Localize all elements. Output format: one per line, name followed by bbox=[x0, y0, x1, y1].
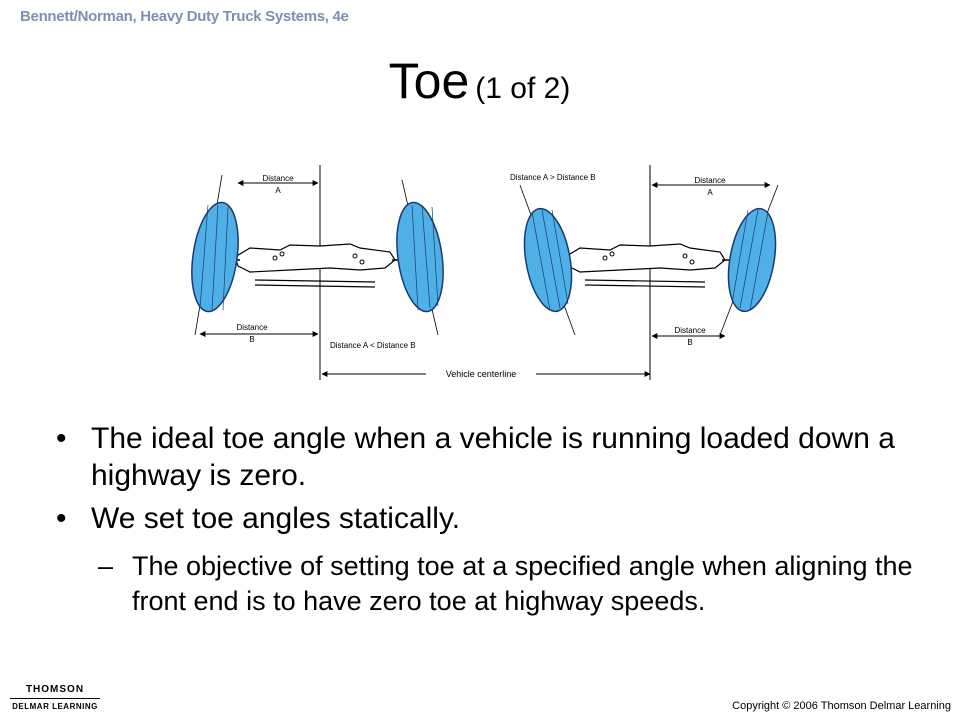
header-credit: Bennett/Norman, Heavy Duty Truck Systems… bbox=[20, 8, 349, 25]
publisher-logo: THOMSON DELMAR LEARNING bbox=[10, 684, 100, 711]
bullet-item: • We set toe angles statically. bbox=[56, 500, 926, 537]
bullet-text: We set toe angles statically. bbox=[91, 502, 461, 535]
left-axle-assembly: Distance A Distance B Distance A < Dis bbox=[191, 165, 444, 380]
logo-rule bbox=[10, 698, 100, 699]
slide-title: Toe(1 of 2) bbox=[0, 52, 959, 110]
left-distance-b-letter: B bbox=[249, 335, 254, 344]
sub-bullet-item: – The objective of setting toe at a spec… bbox=[98, 549, 926, 619]
title-main: Toe bbox=[388, 53, 470, 109]
left-distance-b-label: Distance bbox=[236, 323, 268, 332]
sub-bullet-marker: – bbox=[98, 551, 114, 581]
vehicle-centerline: Vehicle centerline bbox=[321, 367, 651, 380]
bullet-list: • The ideal toe angle when a vehicle is … bbox=[56, 420, 926, 619]
right-distance-b-letter: B bbox=[687, 338, 692, 347]
bullet-text: The ideal toe angle when a vehicle is ru… bbox=[91, 422, 895, 492]
left-wheel-left bbox=[191, 201, 239, 313]
title-sub: (1 of 2) bbox=[475, 72, 571, 105]
centerline-label: Vehicle centerline bbox=[446, 369, 517, 379]
bullet-item: • The ideal toe angle when a vehicle is … bbox=[56, 420, 926, 494]
right-wheel-right bbox=[727, 207, 777, 313]
left-distance-a-label: Distance bbox=[262, 174, 294, 183]
right-axle-assembly: Distance A > Distance B Distance A Dista… bbox=[510, 165, 779, 380]
toe-diagram: Distance A Distance B Distance A < Dis bbox=[191, 165, 779, 380]
right-comparison-label: Distance A > Distance B bbox=[510, 173, 596, 182]
bullet-marker: • bbox=[56, 422, 67, 455]
right-wheel-left bbox=[523, 207, 573, 313]
right-distance-a-label: Distance bbox=[694, 176, 726, 185]
right-distance-a-letter: A bbox=[707, 188, 713, 197]
copyright-notice: Copyright © 2006 Thomson Delmar Learning bbox=[732, 700, 951, 712]
logo-line2: DELMAR LEARNING bbox=[12, 702, 98, 711]
right-distance-b-label: Distance bbox=[674, 326, 706, 335]
logo-line1: THOMSON bbox=[25, 684, 85, 695]
left-distance-a-letter: A bbox=[275, 186, 281, 195]
left-wheel-right bbox=[396, 201, 444, 313]
sub-bullet-text: The objective of setting toe at a specif… bbox=[132, 551, 913, 616]
left-comparison-label: Distance A < Distance B bbox=[330, 341, 416, 350]
bullet-marker: • bbox=[56, 502, 67, 535]
